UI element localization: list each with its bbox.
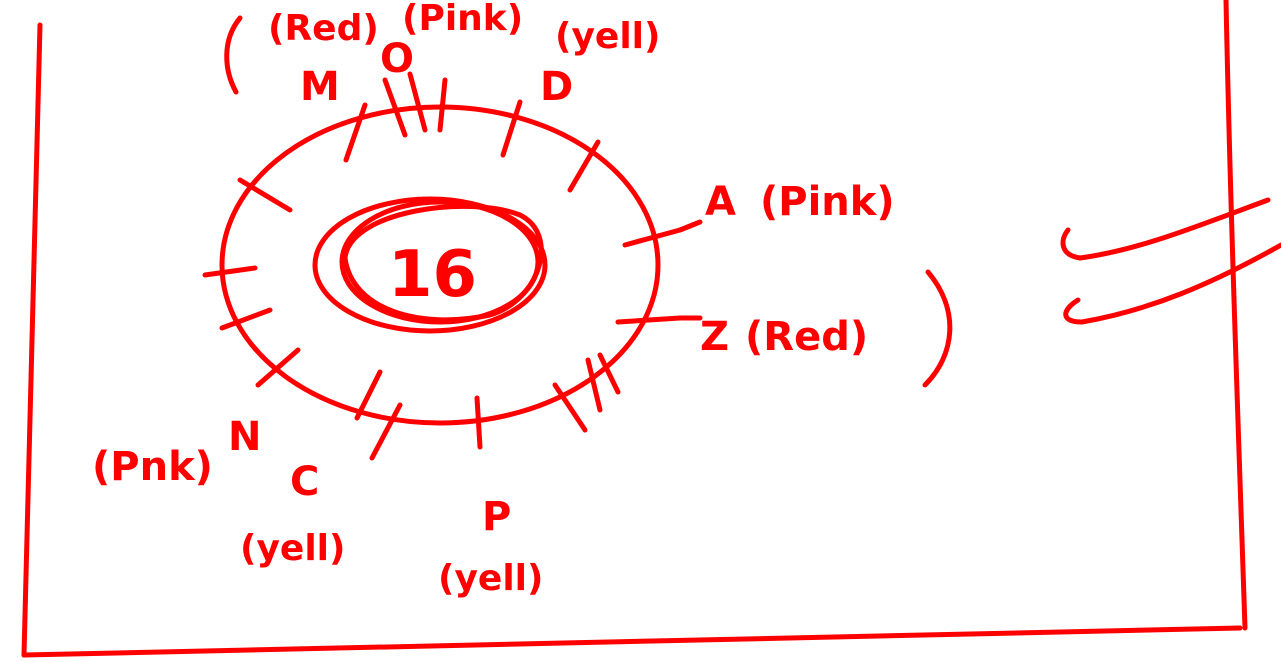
label-o: O [380, 36, 414, 82]
paren-left-m [224, 15, 243, 95]
label-z-annotation: (Red) [745, 314, 868, 360]
label-d-annotation: (yell) [555, 16, 660, 57]
frame-left-line [21, 22, 43, 658]
label-z: Z [700, 314, 729, 360]
label-p-annotation: (yell) [438, 558, 543, 599]
check-mark-lower [1063, 242, 1281, 325]
tick-marks [202, 71, 683, 461]
inner-circle-scribble [342, 203, 544, 323]
paren-right-z [922, 269, 953, 388]
label-c-annotation: (yell) [240, 528, 345, 569]
frame-right-line [1223, 0, 1248, 631]
check-mark-upper [1060, 197, 1271, 261]
label-n-annotation: (Pnk) [92, 444, 213, 490]
label-a-annotation: (Pink) [760, 179, 895, 225]
label-p: P [482, 494, 511, 540]
inner-circle-1 [312, 196, 548, 334]
label-n: N [228, 414, 261, 460]
label-m-annotation: (Red) [268, 8, 379, 49]
connector-a [677, 219, 703, 233]
label-d: D [540, 64, 573, 110]
label-a: A [705, 179, 736, 225]
center-number: 16 [388, 238, 477, 312]
frame-bottom-line [21, 625, 1243, 658]
label-o-annotation: (Pink) [402, 0, 523, 39]
label-c: C [290, 459, 319, 505]
label-m: M [300, 64, 340, 110]
